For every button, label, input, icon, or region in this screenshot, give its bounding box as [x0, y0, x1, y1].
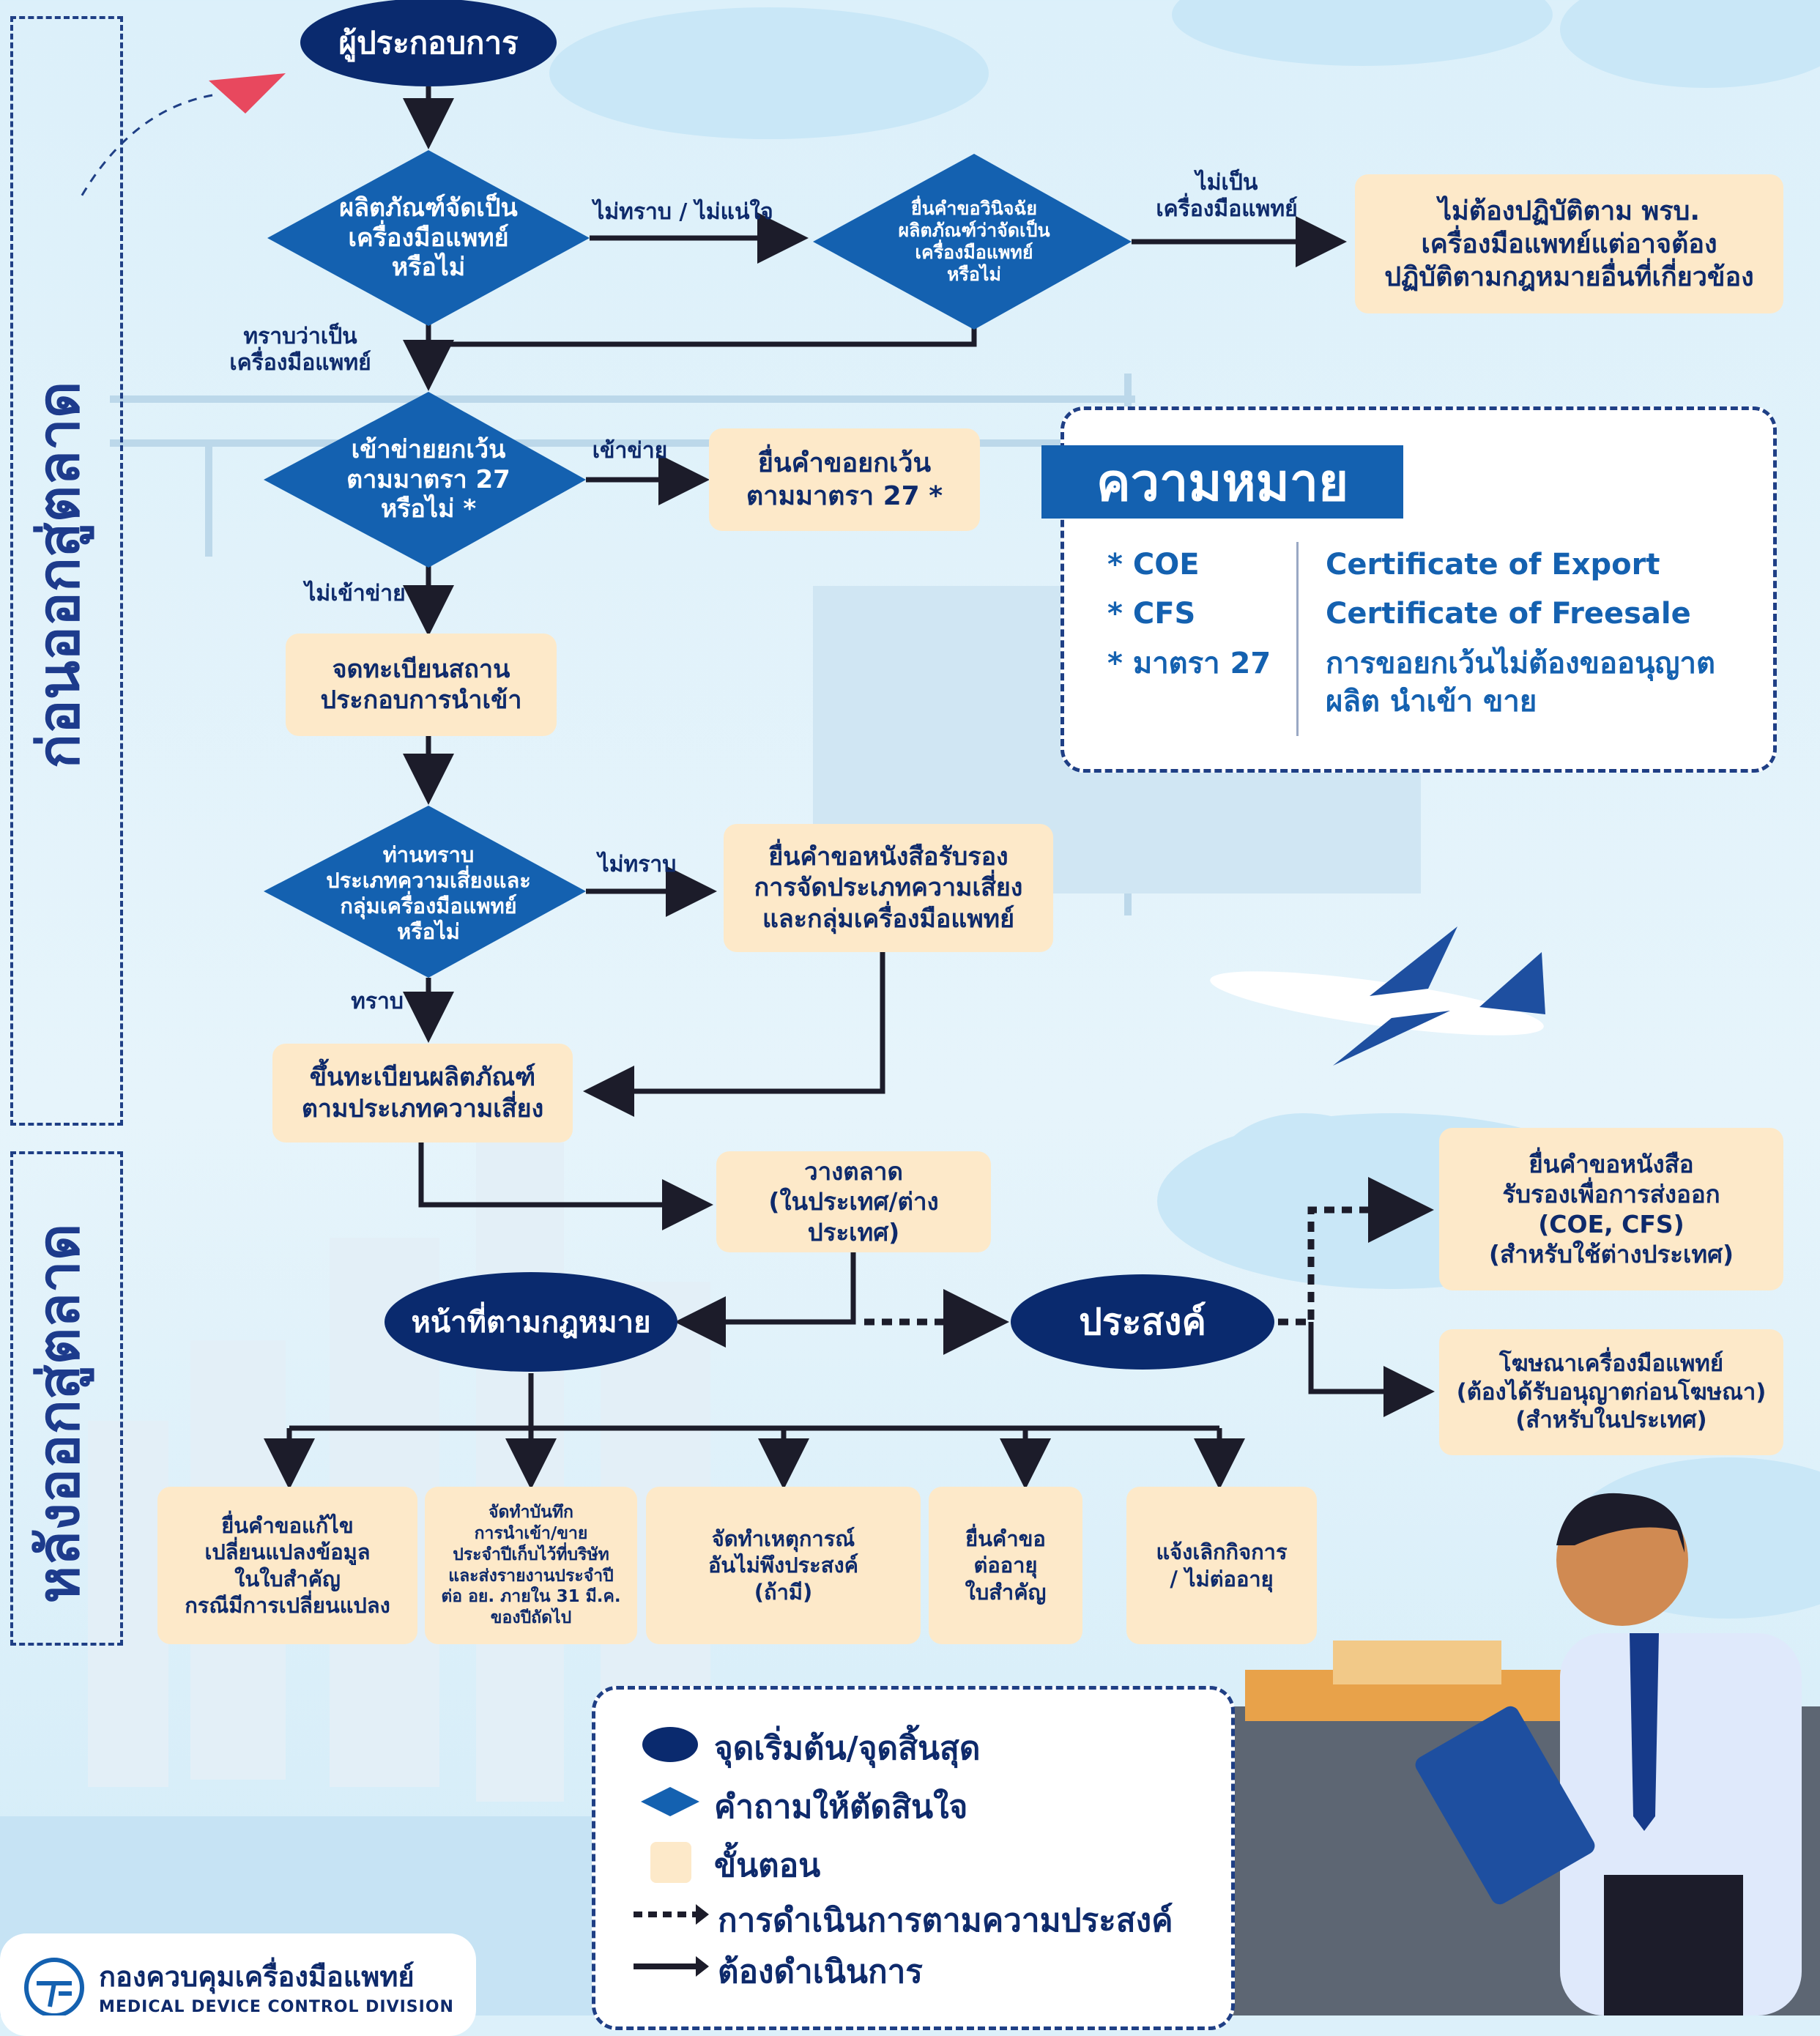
logo-english-text: MEDICAL DEVICE CONTROL DIVISION	[99, 1998, 454, 2016]
duty-renewal-box: ยื่นคำขอ ต่ออายุ ใบสำคัญ	[929, 1487, 1082, 1644]
duty-annual-report-box: จัดทำบันทึก การนำเข้า/ขาย ประจำปีเก็บไว้…	[425, 1487, 637, 1644]
q3-diamond	[264, 392, 586, 568]
q1-diamond	[267, 150, 590, 326]
def-term-cfs: * CFS	[1107, 597, 1196, 631]
legend-dotted-label: การดำเนินการตามความประสงค์	[718, 1902, 1173, 1939]
advertising-box: โฆษณาเครื่องมือแพทย์ (ต้องได้รับอนุญาตก่…	[1439, 1329, 1783, 1455]
not-medical-device-box: ไม่ต้องปฏิบัติตาม พรบ. เครื่องมือแพทย์แต…	[1355, 174, 1783, 313]
legend-oval-icon	[642, 1727, 698, 1762]
division-logo-icon	[24, 1958, 84, 2015]
legend-step-label: ขั้นตอน	[714, 1847, 821, 1884]
definitions-divider	[1296, 542, 1299, 736]
before-market-frame	[10, 16, 123, 1126]
legend-diamond-label: คำถามให้ตัดสินใจ	[714, 1788, 968, 1826]
q4-no-label: ไม่ทราบ	[598, 852, 677, 877]
start-label: ผู้ประกอบการ	[338, 25, 519, 61]
q4-diamond	[264, 806, 586, 978]
after-market-label: หลังออกสู่ตลาด	[26, 1223, 92, 1604]
duty-cancel-box: แจ้งเลิกกิจการ / ไม่ต่ออายุ	[1126, 1487, 1317, 1644]
duty-label: หน้าที่ตามกฎหมาย	[411, 1306, 651, 1340]
duty-amend-box: ยื่นคำขอแก้ไข เปลี่ยนแปลงข้อมูล ในใบสำคั…	[157, 1487, 417, 1644]
legend-symbols	[634, 1727, 709, 1977]
q4-yes-label: ทราบ	[351, 989, 404, 1014]
wish-oval	[1011, 1274, 1274, 1370]
def-meaning-coe: Certificate of Export	[1326, 548, 1660, 582]
legend-diamond-icon	[641, 1787, 699, 1816]
businessman-illustration	[1415, 1493, 1802, 2015]
q1-no-label: ไม่ทราบ / ไม่แน่ใจ	[593, 199, 773, 225]
q3-yes-label: เข้าข่าย	[592, 438, 668, 464]
classification-request-box: ยื่นคำขอหนังสือรับรอง การจัดประเภทความเส…	[724, 824, 1053, 952]
duty-adverse-event-box: จัดทำเหตุการณ์ อันไม่พึงประสงค์ (ถ้ามี)	[646, 1487, 921, 1644]
legend-step-icon	[650, 1842, 691, 1883]
def-meaning-cfs: Certificate of Freesale	[1326, 597, 1691, 631]
legend-oval-label: จุดเริ่มต้น/จุดสิ้นสุด	[714, 1730, 981, 1767]
q2-no-label: ไม่เป็น เครื่องมือแพทย์	[1156, 170, 1298, 222]
legend-solid-label: ต้องดำเนินการ	[718, 1953, 923, 1991]
q3-no-label: ไม่เข้าข่าย	[305, 581, 406, 606]
before-market-label: ก่อนออกสู่ตลาด	[26, 381, 92, 769]
establishment-register-box: จดทะเบียนสถาน ประกอบการนำเข้า	[286, 634, 557, 736]
exempt-request-box: ยื่นคำขอยกเว้น ตามมาตรา 27 *	[709, 428, 980, 531]
def-meaning-section27: การขอยกเว้นไม่ต้องขออนุญาต ผลิต นำเข้า ข…	[1326, 647, 1715, 718]
logo-thai-text: กองควบคุมเครื่องมือแพทย์	[99, 1961, 415, 1993]
q1-yes-label: ทราบว่าเป็น เครื่องมือแพทย์	[229, 324, 371, 376]
q1-label: ผลิตภัณฑ์จัดเป็น เครื่องมือแพทย์ หรือไม่	[339, 193, 518, 283]
def-term-coe: * COE	[1107, 548, 1200, 582]
definitions-title: ความหมาย	[1041, 445, 1403, 519]
wish-label: ประสงค์	[1079, 1300, 1206, 1343]
def-term-section27: * มาตรา 27	[1107, 647, 1271, 680]
q2-diamond	[813, 154, 1132, 330]
product-register-box: ขึ้นทะเบียนผลิตภัณฑ์ ตามประเภทความเสี่ยง	[272, 1044, 573, 1143]
airplane-illustration	[1210, 926, 1545, 1066]
start-oval	[300, 0, 557, 86]
duty-oval	[385, 1272, 677, 1372]
export-cert-box: ยื่นคำขอหนังสือ รับรองเพื่อการส่งออก (CO…	[1439, 1128, 1783, 1290]
q4-label: ท่านทราบ ประเภทความเสี่ยงและ กลุ่มเครื่อ…	[326, 842, 531, 944]
q2-label: ยื่นคำขอวินิจฉัย ผลิตภัณฑ์ว่าจัดเป็น เคร…	[898, 198, 1050, 285]
after-market-frame	[10, 1151, 123, 1646]
paper-plane-icon	[79, 73, 286, 198]
q3-label: เข้าข่ายยกเว้น ตามมาตรา 27 หรือไม่ *	[346, 434, 510, 524]
market-box: วางตลาด (ในประเทศ/ต่างประเทศ)	[716, 1151, 991, 1252]
